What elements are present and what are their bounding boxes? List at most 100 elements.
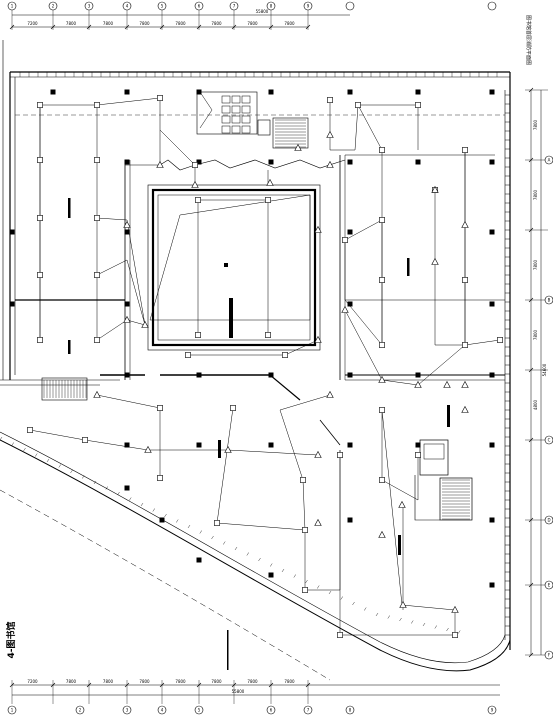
signal-wiring (344, 150, 383, 346)
structural-column (196, 442, 202, 448)
room-label-block (407, 258, 410, 276)
grid-label-bottom: 3 (126, 708, 129, 713)
grid-label-right: F (548, 653, 551, 658)
stair-box (439, 477, 473, 521)
grid-label-bottom: 5 (198, 708, 201, 713)
grid-label-bottom: 2 (79, 708, 82, 713)
dimension-tick (86, 682, 92, 688)
structural-column (124, 301, 130, 307)
facade-tick (105, 486, 108, 490)
wall-segment (398, 535, 401, 555)
facade-tick (387, 615, 390, 619)
room-label-block (68, 340, 71, 354)
structural-column (489, 517, 495, 523)
grid-bubble (266, 1, 276, 11)
facade-tick (46, 458, 50, 463)
structural-column (489, 372, 495, 378)
detector-symbol (195, 332, 201, 338)
grid-label-bottom: 8 (349, 708, 352, 713)
structural-column (489, 159, 495, 165)
structural-column (415, 372, 421, 378)
structural-column (196, 159, 202, 165)
alarm-symbol (399, 600, 407, 608)
signal-wiring (357, 104, 383, 151)
alarm-symbol (326, 390, 334, 398)
right-dimension-text: 7800 (533, 189, 538, 200)
alarm-symbol (378, 530, 386, 538)
signal-wiring (344, 309, 501, 386)
structural-column (124, 442, 130, 448)
alarm-symbol (93, 390, 101, 398)
detector-symbol (462, 277, 468, 283)
facade-tick (281, 568, 285, 573)
facade-tick (340, 596, 343, 600)
bottom-dimension-text: 7800 (211, 679, 222, 684)
structural-column (489, 442, 495, 448)
detector-symbol (355, 102, 361, 108)
structural-column (9, 301, 15, 307)
elevator-car (423, 443, 445, 460)
structural-column (347, 372, 353, 378)
grid-bubble (303, 1, 313, 11)
wall-segment (227, 630, 229, 670)
grid-label-bottom: 4 (161, 708, 164, 713)
right-dimension-text: 7800 (533, 259, 538, 270)
grid-label-top: 2 (52, 4, 55, 9)
structural-column (347, 442, 353, 448)
toilet-stall (231, 115, 241, 124)
facade-tick (434, 625, 437, 629)
stair-box (272, 117, 309, 149)
detector-symbol (462, 147, 468, 153)
facade-tick (199, 530, 202, 534)
signal-wiring (434, 150, 466, 346)
detector-symbol (337, 632, 343, 638)
dimension-tick (528, 517, 534, 523)
detector-symbol (157, 475, 163, 481)
dimension-tick (528, 437, 534, 443)
grid-bubble (303, 705, 313, 715)
alarm-symbol (123, 315, 131, 323)
grid-bubble (157, 705, 167, 715)
detector-symbol (379, 277, 385, 283)
facade-tick (293, 574, 296, 578)
signal-wiring (216, 394, 331, 531)
bottom-dimension-text: 7800 (103, 679, 114, 684)
dimension-tick (124, 24, 130, 30)
facade-tick (23, 447, 26, 452)
grid-bubble (266, 705, 276, 715)
structural-column (489, 229, 495, 235)
detector-symbol (94, 337, 100, 343)
bottom-dimension-text: 7800 (66, 679, 77, 684)
facade-tick (352, 601, 355, 606)
dimension-tick (305, 682, 311, 688)
dimension-tick (268, 24, 274, 30)
detector-symbol (282, 352, 288, 358)
detector-symbol (37, 272, 43, 278)
alarm-symbol (326, 160, 334, 168)
facade-tick (364, 607, 367, 611)
facade-tick (305, 579, 308, 584)
detector-symbol (94, 215, 100, 221)
grid-bubble (122, 705, 132, 715)
grid-bubble (544, 435, 553, 445)
street-label: 4-图书馆 (5, 622, 17, 659)
dimension-tick (528, 157, 534, 163)
detector-symbol (157, 405, 163, 411)
grid-label-right: C (548, 438, 551, 443)
structural-column (124, 159, 130, 165)
grid-label-right: A (548, 158, 551, 163)
structural-column (268, 442, 274, 448)
structural-column (124, 372, 130, 378)
curved-facade (0, 439, 511, 672)
structural-column (50, 89, 56, 95)
dashed-curb (0, 489, 331, 681)
facade-tick (140, 502, 144, 507)
toilet-stall (221, 115, 231, 124)
grid-label-top: 6 (198, 4, 201, 9)
alarm-symbol (443, 380, 451, 388)
structural-column (347, 229, 353, 235)
facade-tick (223, 541, 226, 545)
alarm-symbol (191, 180, 199, 188)
facade-tick (446, 627, 449, 632)
